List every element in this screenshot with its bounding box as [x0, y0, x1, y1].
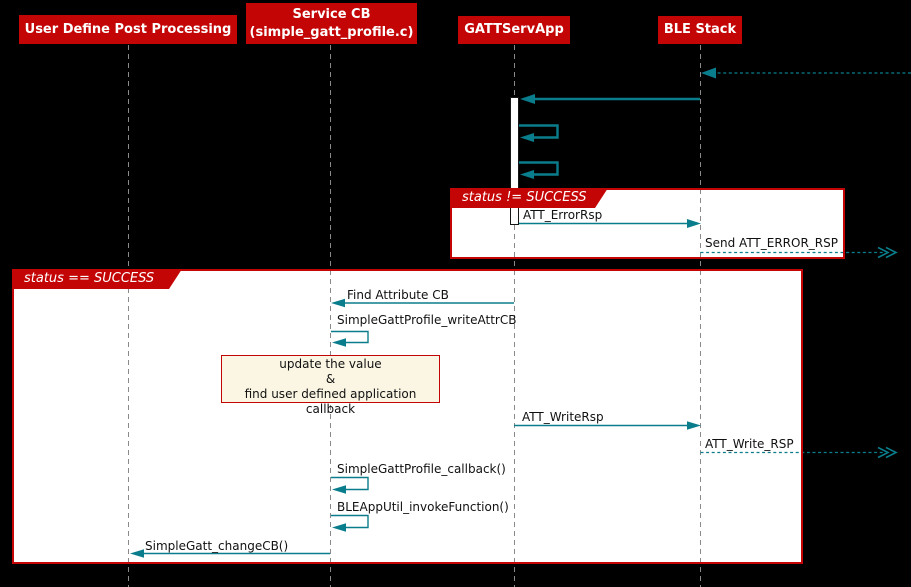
participant-user-define-post-processing: User Define Post Processing — [19, 15, 237, 44]
message-att-error-rsp: ATT_ErrorRsp — [523, 208, 603, 222]
participant-sublabel: (simple_gatt_profile.c) — [249, 24, 414, 40]
activation-bar-gattservapp — [510, 97, 519, 225]
fragment-error-border — [450, 188, 845, 259]
message-profile-callback: SimpleGattProfile_callback() — [337, 462, 506, 476]
note-line: update the value — [279, 357, 382, 371]
fragment-success-fill — [12, 269, 803, 564]
message-att-write-rsp-event: ATT_Write_RSP — [705, 437, 794, 451]
message-invoke-function: BLEAppUtil_invokeFunction() — [337, 500, 509, 514]
message-send-att-error-rsp: Send ATT_ERROR_RSP — [705, 236, 838, 250]
message-att-write-rsp: ATT_WriteRsp — [522, 410, 604, 424]
arrow-ble-stack-to-gattservapp — [520, 94, 700, 104]
fragment-success-border — [12, 269, 803, 564]
participant-label: GATTServApp — [464, 22, 564, 37]
participant-gattservapp: GATTServApp — [458, 16, 570, 44]
participant-ble-stack: BLE Stack — [658, 16, 742, 44]
participant-label: User Define Post Processing — [24, 21, 232, 37]
fragment-guard-success: status == SUCCESS — [12, 269, 182, 289]
fragment-guard-error: status != SUCCESS — [450, 188, 608, 208]
participant-label: BLE Stack — [663, 22, 737, 37]
message-write-attr-cb: SimpleGattProfile_writeAttrCB — [337, 313, 517, 327]
participant-service-cb: Service CB (simple_gatt_profile.c) — [246, 3, 417, 44]
message-change-cb: SimpleGatt_changeCB() — [145, 539, 289, 553]
self-arrow-gattservapp-2 — [519, 161, 559, 179]
participant-label: Service CB — [292, 6, 371, 22]
note-line: & — [325, 372, 336, 386]
note-line: find user defined application callback — [244, 387, 417, 416]
self-arrow-gattservapp-1 — [519, 124, 559, 142]
message-find-attribute-cb: Find Attribute CB — [347, 288, 449, 302]
note-update-value: update the value & find user defined app… — [221, 355, 440, 416]
arrow-incoming-to-ble-stack — [701, 67, 911, 79]
